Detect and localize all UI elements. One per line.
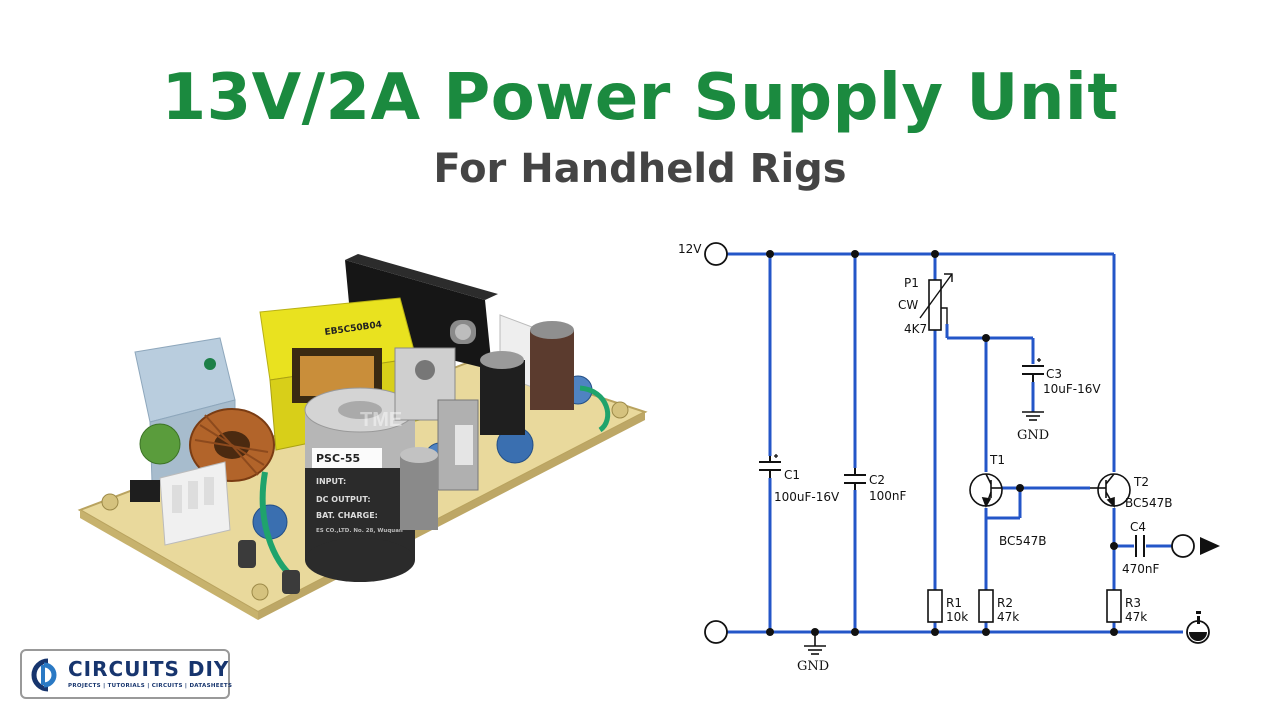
junction-dot xyxy=(931,250,939,258)
c3-value: 10uF-16V xyxy=(1043,382,1101,396)
bat-charge-label: BAT. CHARGE: xyxy=(316,511,378,520)
capacitor-c2 xyxy=(844,468,866,490)
transistor-t1 xyxy=(969,473,1003,508)
junction-dot xyxy=(851,250,859,258)
r1-value: 10k xyxy=(946,610,968,624)
resistor-r2 xyxy=(978,589,994,623)
c2-value: 100nF xyxy=(869,489,907,503)
t1-value: BC547B xyxy=(999,534,1047,548)
ground-terminal xyxy=(704,620,728,644)
c1-name: C1 xyxy=(784,468,800,482)
capacitor-c3 xyxy=(1022,358,1044,382)
junction-dot xyxy=(982,334,990,342)
transistor-t2 xyxy=(1090,473,1131,508)
electrolytic-capacitor xyxy=(480,351,525,435)
mounting-hole xyxy=(611,401,629,419)
r2-value: 47k xyxy=(997,610,1019,624)
p1-name: P1 xyxy=(904,276,919,290)
ground-symbol-icon xyxy=(804,632,826,655)
ground-symbol-icon xyxy=(1022,411,1044,421)
junction-dot xyxy=(1110,628,1118,636)
thermistor xyxy=(139,423,181,465)
resistor-r1 xyxy=(927,589,943,623)
input-label: INPUT: xyxy=(316,477,346,486)
junction-dot xyxy=(851,628,859,636)
r2-name: R2 xyxy=(997,596,1013,610)
wires xyxy=(727,252,1183,634)
c2-name: C2 xyxy=(869,473,885,487)
mounting-hole xyxy=(251,583,269,601)
junction-dot xyxy=(766,250,774,258)
dc-output-label: DC OUTPUT: xyxy=(316,495,371,504)
potentiometer-p1 xyxy=(919,273,953,331)
junction-dot xyxy=(1110,542,1118,550)
power-transistor xyxy=(394,347,479,491)
r1-name: R1 xyxy=(946,596,962,610)
capacitor-c4 xyxy=(1135,535,1145,557)
t2-name: T2 xyxy=(1133,475,1149,489)
logo-name: CIRCUITS DIY xyxy=(68,657,230,681)
junction-dot xyxy=(982,628,990,636)
c4-name: C4 xyxy=(1130,520,1146,534)
green-wire xyxy=(579,385,611,433)
p1-value: 4K7 xyxy=(904,322,927,336)
junction-dot xyxy=(931,628,939,636)
power-supply-photo: EB5C50B04 PSC-55 INPUT: DC OUTPUT: BAT. … xyxy=(77,254,648,620)
pcb-board-edge xyxy=(80,510,258,620)
small-component xyxy=(130,480,160,502)
mounting-hole xyxy=(101,493,119,511)
t1-name: T1 xyxy=(989,453,1005,467)
circuit-schematic: 12V GND GND P1 CW 4K7 C3 10 xyxy=(678,242,1220,674)
resistor-r3 xyxy=(1106,589,1122,623)
bulk-capacitor: PSC-55 INPUT: DC OUTPUT: BAT. CHARGE: ES… xyxy=(304,387,416,582)
capacitor-label: PSC-55 xyxy=(316,452,360,465)
manufacturer-text: ES CO.,LTD. No. 28, Wuquan xyxy=(316,528,403,534)
r3-name: R3 xyxy=(1125,596,1141,610)
supply-label: 12V xyxy=(678,242,702,256)
heat-sink-top xyxy=(345,254,498,300)
supply-terminal xyxy=(704,242,728,266)
electrolytic-capacitor xyxy=(400,447,438,530)
output-arrow-icon xyxy=(1200,537,1220,555)
logo-tagline: PROJECTS | TUTORIALS | CIRCUITS | DATASH… xyxy=(68,683,233,689)
small-component xyxy=(282,570,300,594)
p1-direction: CW xyxy=(898,298,918,312)
page-subtitle: For Handheld Rigs xyxy=(433,146,847,192)
r3-value: 47k xyxy=(1125,610,1147,624)
page-title: 13V/2A Power Supply Unit xyxy=(161,61,1119,135)
t2-value: BC547B xyxy=(1125,496,1173,510)
electrolytic-capacitor xyxy=(530,321,574,410)
gnd-label-bottom: GND xyxy=(797,659,829,674)
watermark: TME xyxy=(360,409,402,431)
circuits-diy-logo[interactable]: CIRCUITS DIY PROJECTS | TUTORIALS | CIRC… xyxy=(20,649,233,699)
small-component xyxy=(238,540,256,568)
c1-value: 100uF-16V xyxy=(774,490,840,504)
output-terminal xyxy=(1171,534,1195,558)
junction-dot xyxy=(1016,484,1024,492)
ground-output-icon xyxy=(1186,611,1210,644)
logo-cd-icon xyxy=(31,658,57,692)
capacitor-c1 xyxy=(759,454,781,478)
c3-name: C3 xyxy=(1046,367,1062,381)
c4-value: 470nF xyxy=(1122,562,1160,576)
junctions xyxy=(766,250,1118,636)
gnd-label-c3: GND xyxy=(1017,428,1049,443)
junction-dot xyxy=(766,628,774,636)
